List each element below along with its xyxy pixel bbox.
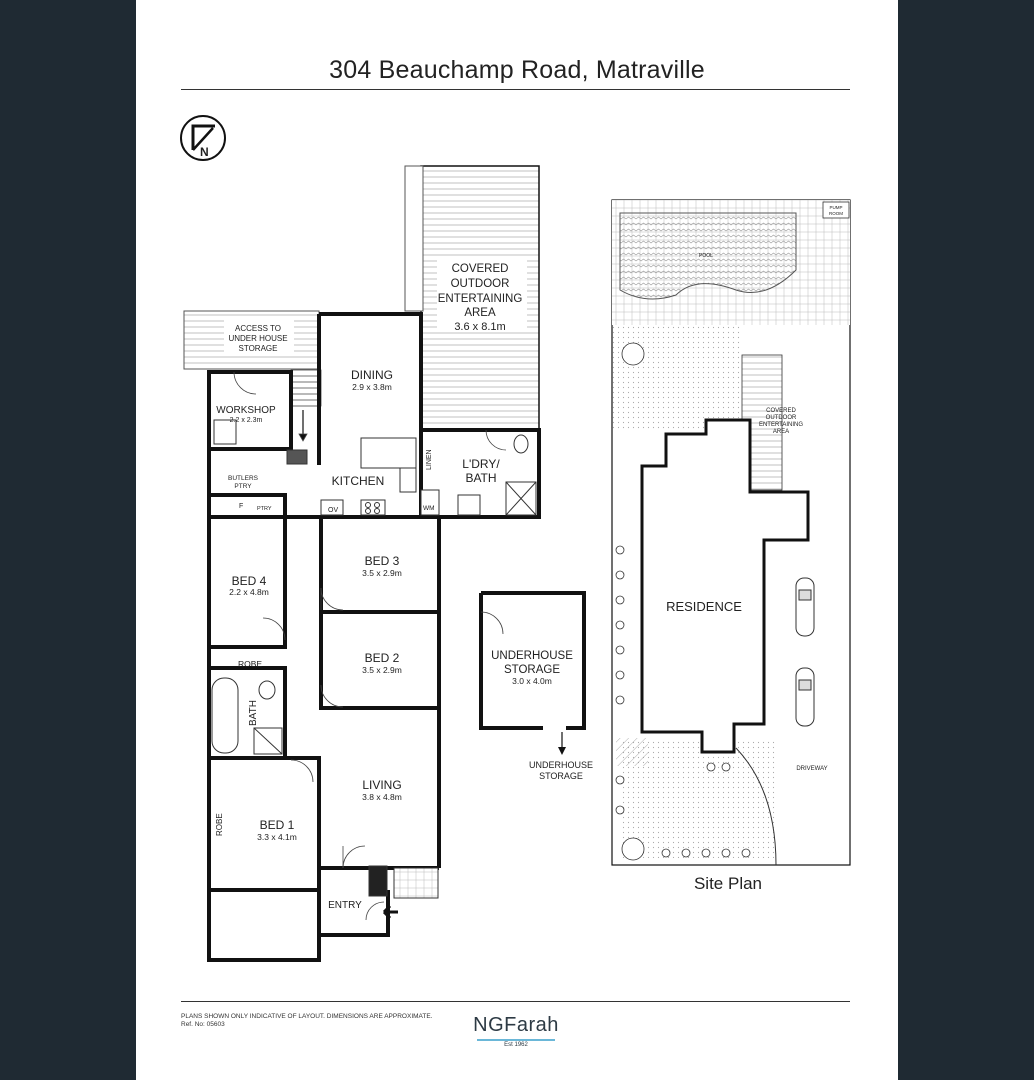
butlers-label-line1: BUTLERS (228, 475, 259, 482)
stairs (290, 369, 322, 442)
bed2-size: 3.5 x 2.9m (362, 665, 402, 675)
pump-room-line1: PUMP (829, 205, 842, 210)
covered-outdoor-area: COVERED OUTDOOR ENTERTAINING AREA 3.6 x … (404, 165, 540, 431)
pantry-label: PTRY (257, 506, 272, 512)
living-label: LIVING (362, 778, 401, 792)
fridge-label: F (239, 503, 243, 510)
brand-logo: NGFarah Est 1962 (466, 1014, 566, 1048)
oven-label: OV (328, 507, 338, 514)
outdoor-label-line2: OUTDOOR (451, 278, 510, 290)
car-icons (795, 577, 815, 727)
outdoor-label-line3: ENTERTAINING (438, 293, 523, 305)
bed3-size: 3.5 x 2.9m (362, 568, 402, 578)
page-title: 304 Beauchamp Road, Matraville (329, 56, 705, 84)
entry-label: ENTRY (328, 900, 362, 911)
underhouse-label-line1: UNDERHOUSE (491, 650, 573, 662)
compass-letter: N (200, 145, 209, 159)
underhouse-size: 3.0 x 4.0m (512, 676, 552, 686)
outdoor-size: 3.6 x 8.1m (454, 321, 505, 333)
living-size: 3.8 x 4.8m (362, 792, 402, 802)
access-storage-deck: ACCESS TO UNDER HOUSE STORAGE (183, 310, 320, 370)
access-label-line1: ACCESS TO (235, 324, 281, 333)
brand-underline (477, 1039, 555, 1041)
workshop-label: WORKSHOP (216, 405, 276, 416)
underhouse-arrow-icon (558, 732, 566, 755)
bed2-label: BED 2 (365, 651, 400, 665)
bed3-label: BED 3 (365, 554, 400, 568)
underhouse-arrow-line2: STORAGE (539, 771, 583, 781)
residence-label: RESIDENCE (666, 599, 742, 614)
disclaimer-text: PLANS SHOWN ONLY INDICATIVE OF LAYOUT. D… (181, 1013, 433, 1020)
fixtures (211, 419, 537, 899)
access-label-line2: UNDER HOUSE (228, 334, 287, 343)
workshop-size: 2.2 x 2.3m (230, 417, 263, 424)
brand-est: Est 1962 (504, 1042, 528, 1048)
site-outdoor-line2: OUTDOOR (766, 415, 797, 421)
bed4-size: 2.2 x 4.8m (229, 587, 269, 597)
room-labels: DINING 2.9 x 3.8m WORKSHOP 2.2 x 2.3m KI… (215, 368, 593, 911)
site-outdoor-line3: ENTERTAINING (759, 422, 803, 428)
door-swings (233, 371, 507, 921)
linen-label: LINEN (426, 449, 433, 470)
north-compass-icon: N (180, 115, 226, 161)
bed1-size: 3.3 x 4.1m (257, 832, 297, 842)
site-outdoor-line4: AREA (773, 429, 789, 435)
laundry-label-line2: BATH (465, 471, 496, 485)
dining-size: 2.9 x 3.8m (352, 382, 392, 392)
entry-arrow-icon (382, 904, 398, 920)
pool-label: POOL (699, 253, 713, 259)
bed1-label: BED 1 (260, 818, 295, 832)
footer-disclaimer: PLANS SHOWN ONLY INDICATIVE OF LAYOUT. D… (181, 1013, 481, 1029)
bath-label: BATH (248, 700, 259, 726)
laundry-label-line1: L'DRY/ (462, 457, 500, 471)
site-outdoor-line1: COVERED (766, 408, 796, 414)
ref-number: Ref. No: 05603 (181, 1021, 225, 1028)
butlers-label-line2: PTRY (234, 483, 252, 490)
site-plan: POOL PUMP ROOM COVERED OUTDOOR ENTERTAIN… (611, 199, 851, 866)
kitchen-label: KITCHEN (332, 474, 385, 488)
footer-rule (181, 1001, 850, 1002)
title-rule (181, 89, 850, 90)
plant-icons (615, 342, 751, 861)
site-plan-caption: Site Plan (694, 874, 762, 893)
house-walls (207, 312, 586, 962)
access-label-line3: STORAGE (239, 344, 278, 353)
floorplan-sheet: 304 Beauchamp Road, Matraville (136, 0, 898, 1080)
bed1-robe-label: ROBE (215, 813, 224, 836)
brand-name: NGFarah (473, 1014, 559, 1036)
underhouse-label-line2: STORAGE (504, 664, 560, 676)
bed4-robe-label: ROBE (238, 659, 262, 669)
washing-machine-label: WM (423, 505, 435, 512)
outdoor-label-line4: AREA (464, 307, 496, 319)
floorplan-drawing: N COVERED OUTDOOR ENTERTAINING AREA 3.6 … (180, 115, 851, 962)
underhouse-arrow-line1: UNDERHOUSE (529, 760, 593, 770)
dining-label: DINING (351, 368, 393, 382)
pump-room-line2: ROOM (829, 211, 843, 216)
driveway-label: DRIVEWAY (796, 766, 827, 772)
outdoor-label-line1: COVERED (452, 263, 509, 275)
bed4-label: BED 4 (232, 574, 267, 588)
